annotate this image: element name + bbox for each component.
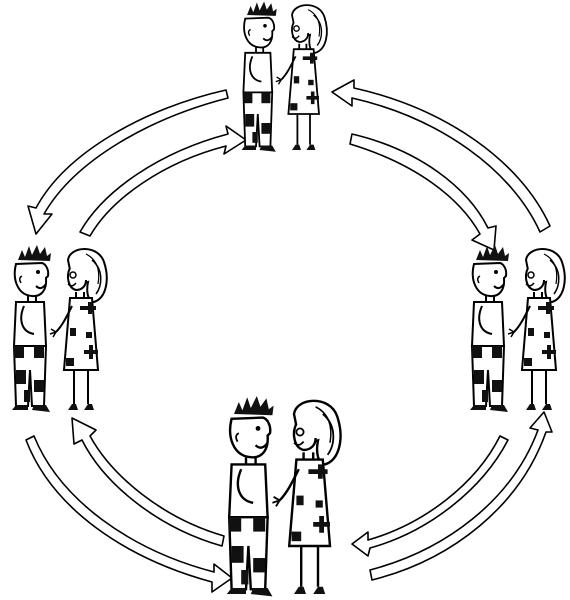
arrow-right-to-top xyxy=(332,80,550,232)
couple-bottom xyxy=(227,396,341,596)
couple-top xyxy=(242,1,327,151)
couple-left xyxy=(12,245,107,412)
couple-right xyxy=(470,245,565,412)
arrow-right-to-bottom xyxy=(352,436,508,556)
arrow-left-to-bottom xyxy=(26,436,232,592)
arrow-top-to-left xyxy=(28,90,228,234)
